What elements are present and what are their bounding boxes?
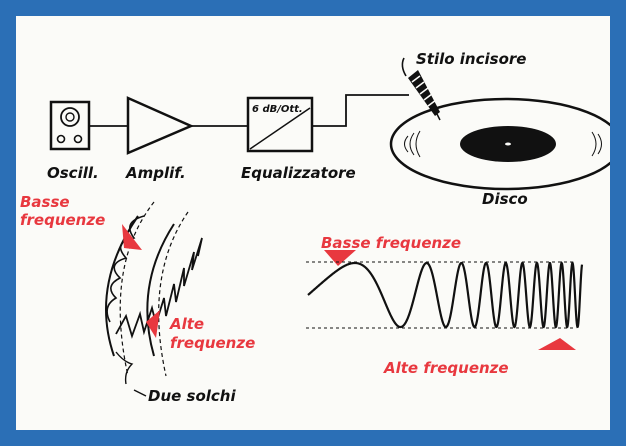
groove-low-label-line2: frequenze (20, 211, 105, 229)
stylus-icon (401, 57, 441, 121)
groove-high-label-line1: Alte (169, 315, 204, 333)
groove-illustration (105, 201, 203, 385)
amplifier-label: Amplif. (125, 164, 186, 182)
diagram-canvas: Oscill. Amplif. 6 dB/Ott. Equalizzatore … (20, 50, 610, 405)
two-grooves-label: Due solchi (148, 387, 236, 405)
groove-high-label-line2: frequenze (170, 334, 255, 352)
wave-high-label: Alte frequenze (383, 359, 509, 377)
connector-line (312, 94, 409, 127)
chirp-waveform (307, 261, 584, 329)
high-frequency-marker-icon (538, 338, 576, 350)
diagram-panel: Oscill. Amplif. 6 dB/Ott. Equalizzatore … (16, 16, 610, 430)
low-frequency-marker-icon (324, 250, 356, 266)
oscillator-block (49, 100, 91, 151)
high-frequency-arrow-icon (146, 310, 160, 338)
low-frequency-arrow-icon (122, 224, 142, 250)
equalizer-block (246, 96, 314, 153)
oscillator-label: Oscill. (47, 164, 99, 182)
equalizer-setting-label: 6 dB/Ott. (252, 104, 303, 115)
wave-low-label: Basse frequenze (321, 234, 461, 252)
groove-low-label-line1: Basse (20, 193, 70, 211)
disc-icon (389, 97, 610, 191)
equalizer-label: Equalizzatore (241, 164, 356, 182)
pointer-line (133, 389, 147, 397)
disc-label: Disco (482, 190, 528, 208)
amplifier-triangle (126, 96, 195, 155)
stylus-label: Stilo incisore (416, 50, 526, 68)
